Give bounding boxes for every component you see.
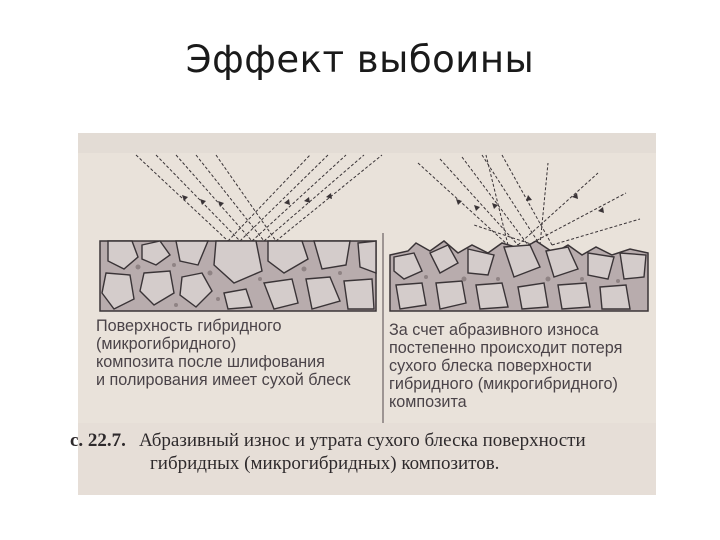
figure-caption-line2: гибридных (микрогибридных) композитов. (150, 453, 500, 474)
caption-left: Поверхность гибридного (микрогибридного)… (96, 317, 351, 389)
figure-photo: Поверхность гибридного (микрогибридного)… (70, 133, 656, 495)
figure-caption-line1: Абразивный износ и утрата сухого блеска … (139, 430, 586, 451)
left-composite-block (99, 240, 377, 312)
slide-title: Эффект выбоины (185, 38, 535, 81)
figure-diagram (78, 133, 656, 495)
left-light-rays (135, 154, 383, 242)
right-composite-block (389, 240, 649, 312)
caption-right: За счет абразивного износа постепенно пр… (389, 321, 623, 411)
figure-number: с. 22.7. (70, 430, 126, 451)
right-light-rays (417, 154, 641, 246)
